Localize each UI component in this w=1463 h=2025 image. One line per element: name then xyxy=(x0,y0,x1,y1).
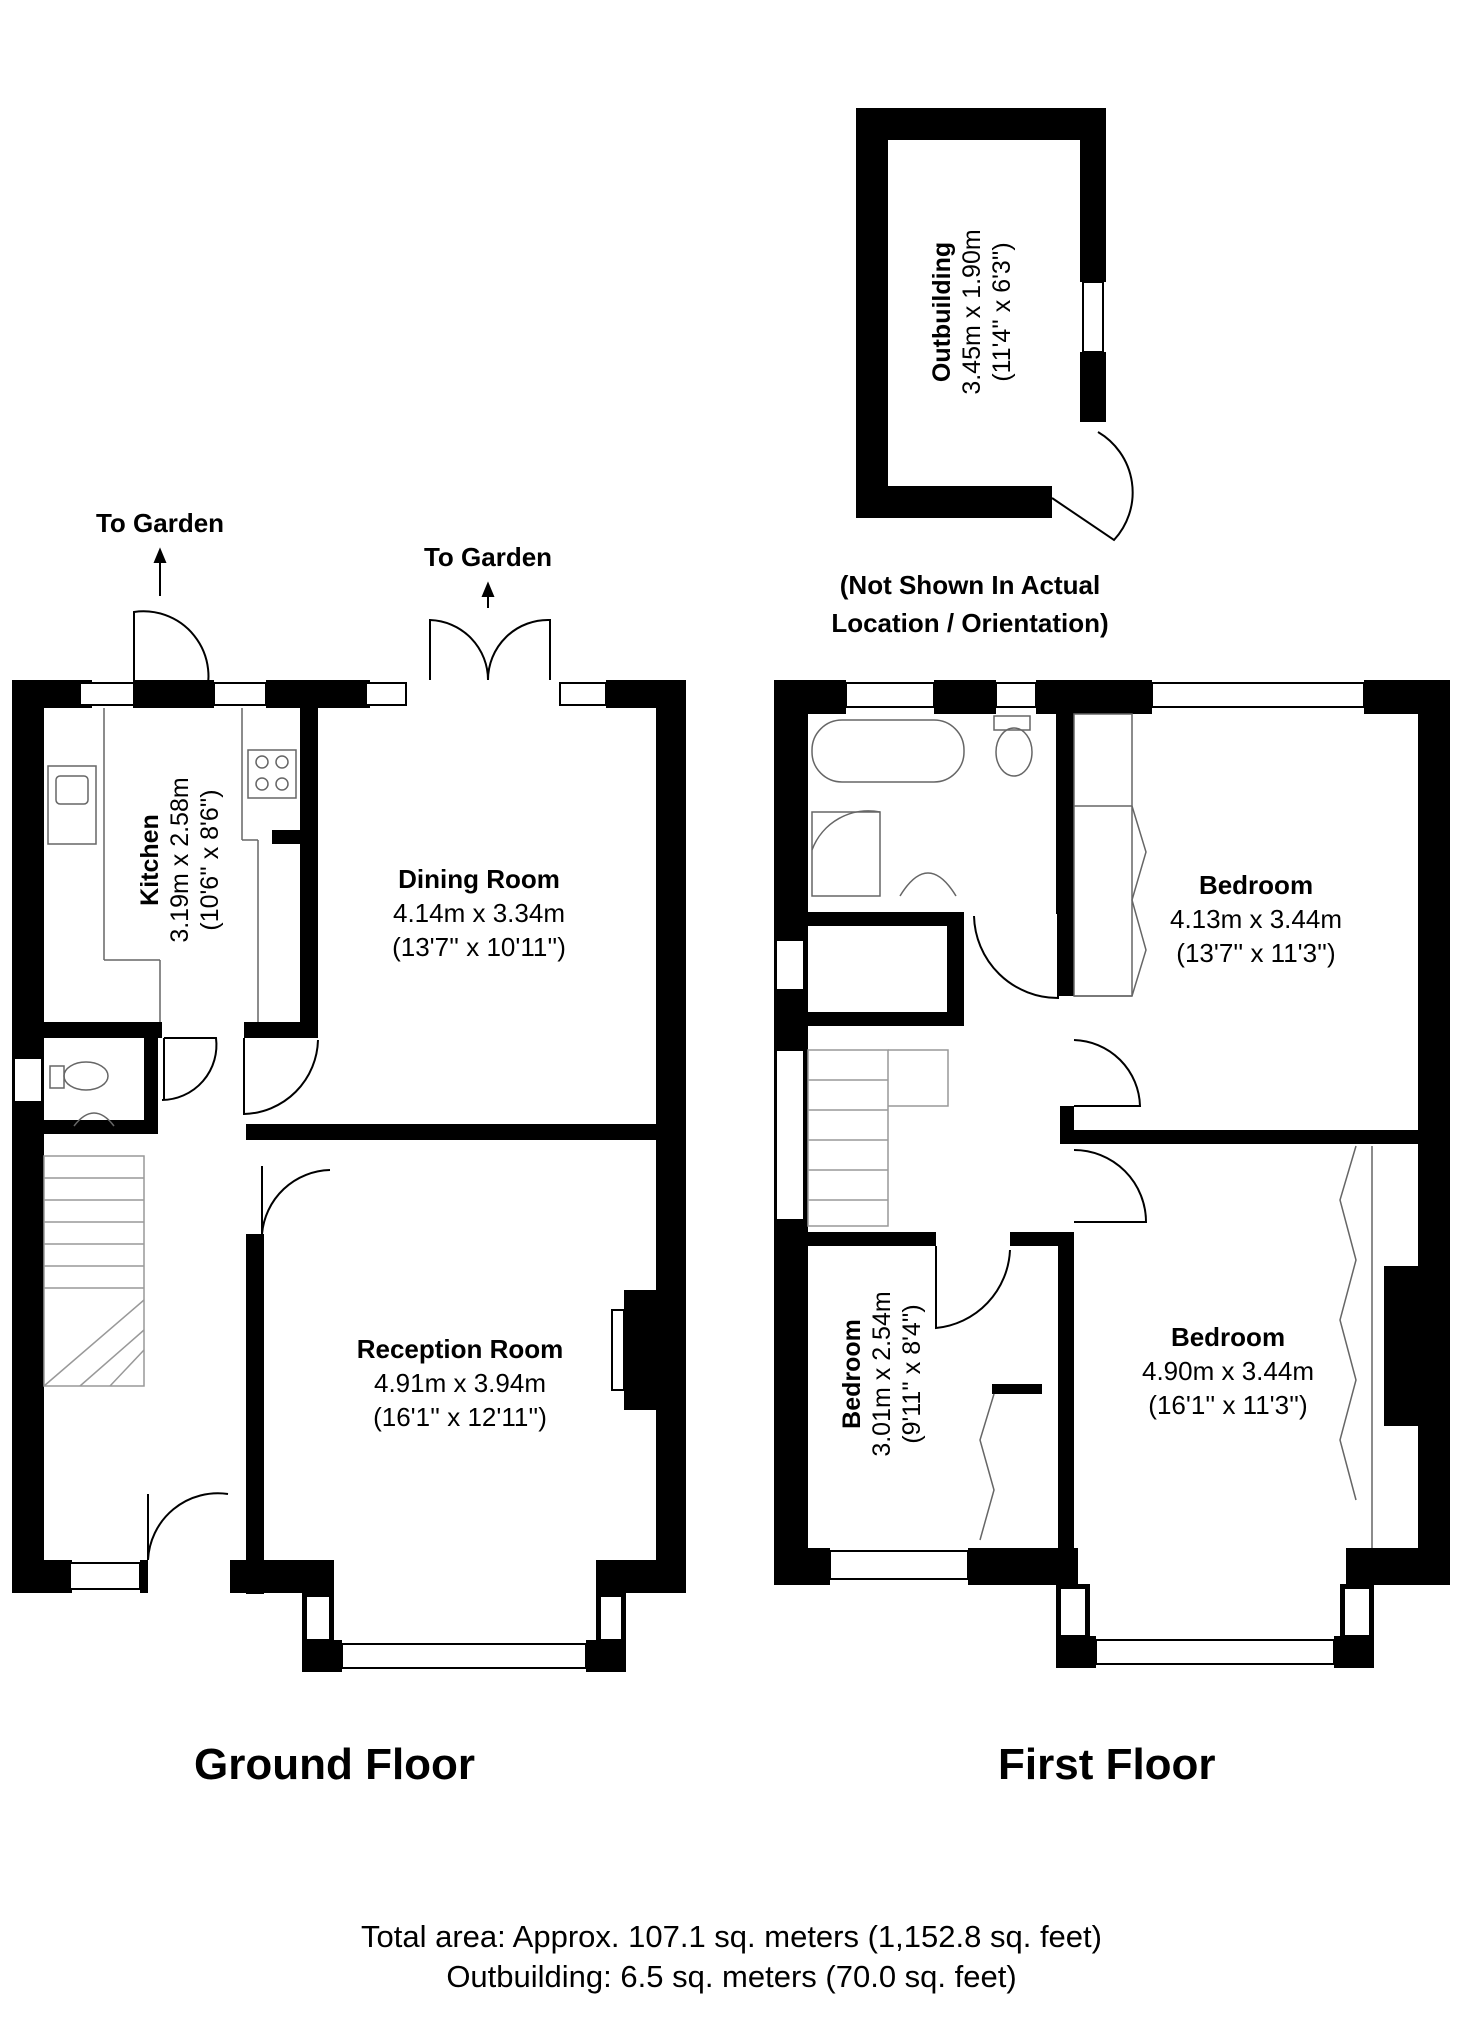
dining-size-ft: (13'7'' x 10'11'') xyxy=(392,932,566,962)
bedroom-rear-name: Bedroom xyxy=(1199,870,1313,900)
reception-size-m: 4.91m x 3.94m xyxy=(374,1368,546,1398)
dining-name: Dining Room xyxy=(398,864,560,894)
dining-size-m: 4.14m x 3.34m xyxy=(393,898,565,928)
bedroom-small-size-m: 3.01m x 2.54m xyxy=(868,1291,896,1456)
kitchen-fixtures xyxy=(47,708,297,1022)
first-floor-walls xyxy=(774,680,1450,1668)
garden-label-right: To Garden xyxy=(424,542,552,572)
first-floor-plan xyxy=(774,108,1450,1668)
kitchen-label: Kitchen 3.19m x 2.58m (10'6'' x 8'6'') xyxy=(136,777,224,942)
ground-floor-title: Ground Floor xyxy=(194,1740,476,1789)
outbuilding-label: Outbuilding 3.45m x 1.90m (11'4'' x 6'3'… xyxy=(928,229,1016,394)
kitchen-size-ft: (10'6'' x 8'6'') xyxy=(196,789,224,930)
reception-name: Reception Room xyxy=(357,1334,564,1364)
bedroom-small-size-ft: (9'11'' x 8'4'') xyxy=(898,1304,926,1443)
bedroom-front-size-ft: (16'1'' x 11'3'') xyxy=(1148,1390,1307,1420)
ground-floor-doors xyxy=(133,610,551,1561)
ground-wc-fixtures xyxy=(49,1061,115,1127)
ground-floor-walls xyxy=(12,680,686,1672)
garden-arrows xyxy=(153,547,495,608)
bedroom-front-size-m: 4.90m x 3.44m xyxy=(1142,1356,1314,1386)
outbuilding-plan xyxy=(856,108,1134,542)
ground-floor-plan xyxy=(12,547,686,1672)
outbuilding-size-m: 3.45m x 1.90m xyxy=(958,229,986,394)
ground-floor-windows xyxy=(13,682,625,1669)
footer-outbuilding-area: Outbuilding: 6.5 sq. meters (70.0 sq. fe… xyxy=(446,1959,1017,1994)
first-floor-windows xyxy=(775,682,1371,1665)
reception-size-ft: (16'1'' x 12'11'') xyxy=(373,1402,547,1432)
first-floor-doors xyxy=(935,914,1148,1330)
outbuilding-note-line2: Location / Orientation) xyxy=(831,608,1108,638)
bedroom-small-label: Bedroom 3.01m x 2.54m (9'11'' x 8'4'') xyxy=(838,1291,926,1456)
outbuilding-name: Outbuilding xyxy=(928,242,956,382)
garden-label-left: To Garden xyxy=(96,508,224,538)
bedroom-rear-size-m: 4.13m x 3.44m xyxy=(1170,904,1342,934)
first-floor-stairs xyxy=(807,1049,949,1227)
outbuilding-size-ft: (11'4'' x 6'3'') xyxy=(988,242,1016,381)
footer-total-area: Total area: Approx. 107.1 sq. meters (1,… xyxy=(361,1919,1102,1954)
first-floor-title: First Floor xyxy=(998,1740,1216,1789)
kitchen-size-m: 3.19m x 2.58m xyxy=(166,777,194,942)
bedroom-rear-size-ft: (13'7'' x 11'3'') xyxy=(1176,938,1335,968)
ground-floor-stairs xyxy=(43,1155,145,1387)
bedroom-front-name: Bedroom xyxy=(1171,1322,1285,1352)
wardrobes xyxy=(979,713,1373,1548)
outbuilding-note-line1: (Not Shown In Actual xyxy=(840,570,1100,600)
bathroom-fixtures xyxy=(811,715,1033,897)
bedroom-small-name: Bedroom xyxy=(838,1319,866,1429)
kitchen-name: Kitchen xyxy=(136,814,164,906)
